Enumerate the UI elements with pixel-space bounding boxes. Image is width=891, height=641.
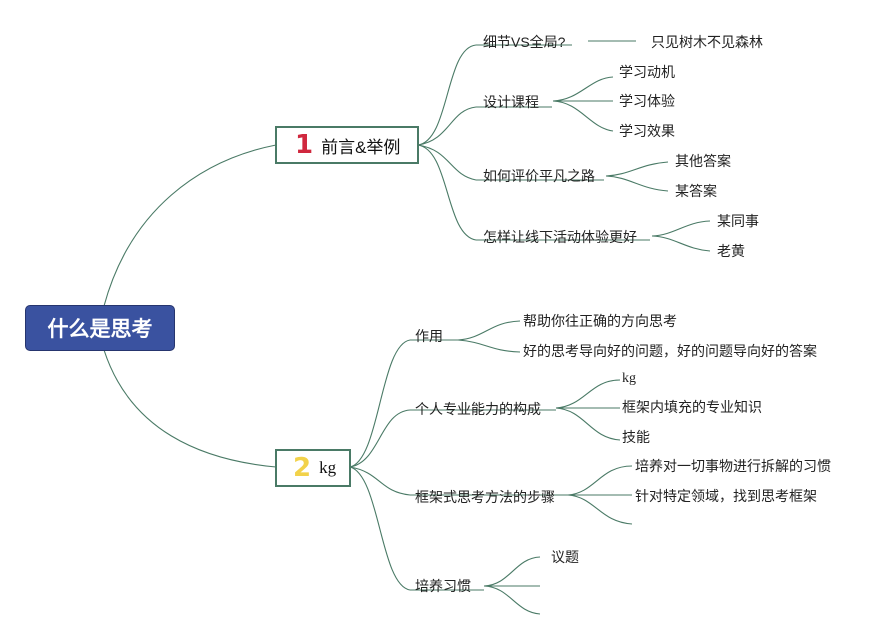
leaf-topic[interactable]: 技能: [622, 429, 650, 445]
link-b1-s2-l3: [552, 100, 614, 132]
link-b1-s3-l1: [605, 161, 669, 177]
link-b2-s3: [349, 466, 411, 496]
leaf-topic[interactable]: 议题: [551, 549, 579, 565]
subtopic[interactable]: 个人专业能力的构成: [415, 401, 541, 417]
leaf-topic[interactable]: 只见树木不见森林: [651, 34, 763, 50]
link-root-b2: [103, 349, 277, 468]
leaf-topic[interactable]: 老黄: [717, 243, 745, 259]
link-b2-s1-l2: [457, 339, 521, 353]
link-b1-s4: [417, 144, 477, 241]
leaf-topic[interactable]: 框架内填充的专业知识: [622, 399, 762, 415]
link-b2-s3-l1: [567, 465, 633, 496]
link-b2-s2-l3: [555, 407, 621, 441]
leaf-topic[interactable]: 某答案: [675, 183, 717, 199]
subtopic[interactable]: 如何评价平凡之路: [483, 168, 595, 184]
leaf-topic[interactable]: 针对特定领域，找到思考框架: [635, 488, 817, 504]
link-b1-s3-l2: [605, 175, 669, 192]
link-b2-s4-l1: [483, 556, 541, 587]
leaf-topic[interactable]: kg: [622, 371, 636, 386]
leaf-topic[interactable]: 帮助你往正确的方向思考: [523, 313, 677, 329]
root-topic[interactable]: 什么是思考: [26, 306, 174, 350]
link-b1-s1: [417, 44, 477, 146]
leaf-topic[interactable]: 学习动机: [619, 64, 675, 80]
link-b2-s1-l1: [457, 320, 521, 341]
subtopic[interactable]: 细节VS全局?: [483, 34, 566, 50]
branch-2-label: kg: [319, 458, 337, 477]
subtopic[interactable]: 作用: [415, 328, 443, 344]
link-b2-s3-l3: [567, 494, 633, 525]
subtopic[interactable]: 设计课程: [483, 94, 539, 110]
subtopic[interactable]: 框架式思考方法的步骤: [415, 489, 555, 505]
leaf-topic[interactable]: 学习效果: [619, 123, 675, 139]
branch-1-label: 前言&举例: [321, 137, 401, 157]
leaf-topic[interactable]: 某同事: [717, 213, 759, 229]
link-b1-s2-l1: [552, 76, 614, 102]
root-topic-label: 什么是思考: [47, 318, 153, 341]
link-b1-s4-l1: [651, 220, 711, 237]
branch-1-number: 1: [295, 130, 314, 160]
branch-2-topic[interactable]: 2 kg: [275, 449, 351, 487]
leaf-topic[interactable]: 其他答案: [675, 153, 731, 169]
link-root-b1: [103, 144, 277, 307]
subtopic[interactable]: 培养习惯: [415, 578, 471, 594]
branch-1-topic[interactable]: 1 前言&举例: [275, 126, 419, 164]
subtopic[interactable]: 怎样让线下活动体验更好: [483, 229, 637, 245]
link-b1-s3: [417, 144, 477, 181]
link-b2-s2-l1: [555, 379, 621, 409]
link-b2-s4: [349, 466, 411, 591]
link-b1-s2: [417, 106, 477, 146]
leaf-topic[interactable]: 好的思考导向好的问题，好的问题导向好的答案: [523, 343, 817, 359]
link-b2-s1: [349, 339, 411, 468]
branch-2-number: 2: [293, 453, 312, 483]
leaf-topic[interactable]: 培养对一切事物进行拆解的习惯: [635, 458, 831, 474]
link-b2-s4-l3: [483, 585, 541, 615]
link-b2-s2: [349, 409, 411, 468]
leaf-topic[interactable]: 学习体验: [619, 93, 675, 109]
link-b1-s4-l2: [651, 235, 711, 252]
